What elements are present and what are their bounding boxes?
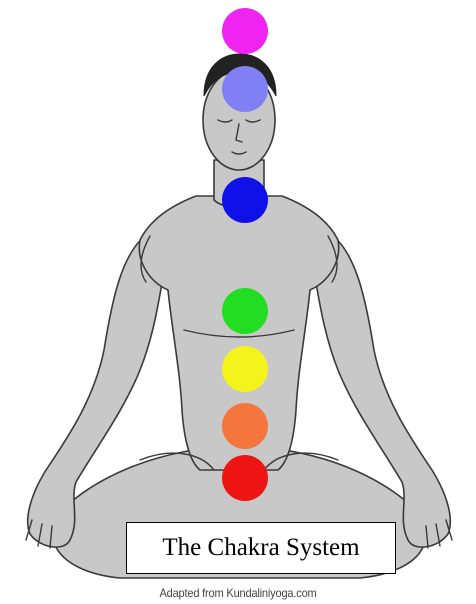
heart-chakra-circle — [222, 288, 268, 334]
sacral-chakra-circle — [222, 403, 268, 449]
throat-chakra-circle — [222, 177, 268, 223]
title-box: The Chakra System — [126, 522, 396, 574]
third-eye-chakra-circle — [222, 66, 268, 112]
crown-chakra-circle — [222, 8, 268, 54]
credit-caption: Adapted from Kundaliniyoga.com — [19, 586, 457, 600]
solar-plexus-chakra-circle — [222, 346, 268, 392]
diagram-title: The Chakra System — [162, 534, 359, 562]
root-chakra-circle — [222, 455, 268, 501]
